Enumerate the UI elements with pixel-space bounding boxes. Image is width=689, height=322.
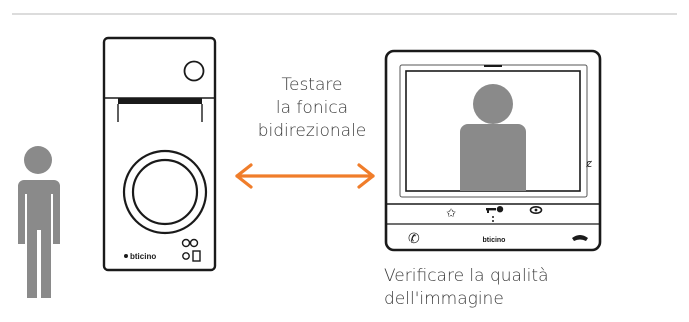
panel-status-icons — [181, 238, 201, 262]
audio-caption-line: la fonica — [275, 98, 349, 118]
video-monitor — [384, 49, 602, 252]
audio-caption-line: bidirezionale — [257, 121, 367, 141]
audio-caption-line: Testare — [281, 75, 343, 95]
answer-phone-icon: ✆ — [408, 231, 420, 247]
panel-brand-logo: bticino — [130, 252, 156, 261]
panel-grille — [118, 98, 202, 104]
favourite-icon: ✩ — [446, 206, 456, 220]
image-quality-caption: Verificare la qualità dell'immagine — [384, 265, 624, 311]
audio-test-caption: Testare la fonica bidirezionale — [232, 74, 392, 143]
eye-icon — [529, 206, 543, 215]
camera-lens-icon — [183, 60, 205, 82]
monitor-brand-logo: bticino — [483, 237, 506, 244]
door-key-icon — [486, 206, 504, 222]
image-caption-line: dell'immagine — [384, 289, 504, 309]
mute-icon: ȼ — [586, 157, 592, 170]
hang-up-icon — [572, 235, 588, 241]
call-button-inner — [131, 158, 199, 226]
call-button-outer — [122, 149, 208, 235]
person-icon — [18, 146, 60, 298]
door-entry-panel — [102, 36, 217, 272]
image-caption-line: Verificare la qualità — [384, 266, 549, 286]
two-way-audio-arrow — [235, 163, 375, 189]
screen-person-icon — [460, 84, 526, 191]
